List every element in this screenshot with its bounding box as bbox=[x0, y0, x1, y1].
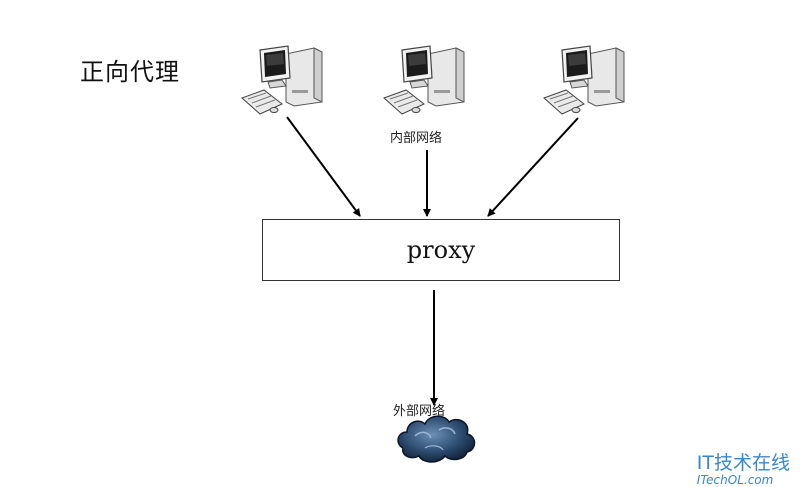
internal-network-label: 内部网络 bbox=[390, 131, 443, 146]
computer-icon-left bbox=[241, 45, 323, 115]
arrow-left-to-proxy bbox=[286, 116, 361, 217]
watermark: IT技术在线 ITechOL.com bbox=[697, 453, 790, 487]
watermark-sub: ITechOL.com bbox=[696, 473, 774, 487]
proxy-label: proxy bbox=[406, 236, 476, 264]
computer-icon-right bbox=[543, 45, 625, 115]
diagram-title: 正向代理 bbox=[80, 58, 180, 86]
proxy-box: proxy bbox=[262, 219, 620, 281]
computer-icon-center bbox=[383, 45, 465, 115]
watermark-main: IT技术在线 bbox=[696, 452, 790, 474]
external-network-label: 外部网络 bbox=[393, 404, 446, 419]
arrow-right-to-proxy bbox=[487, 117, 579, 217]
cloud-icon bbox=[397, 415, 476, 463]
